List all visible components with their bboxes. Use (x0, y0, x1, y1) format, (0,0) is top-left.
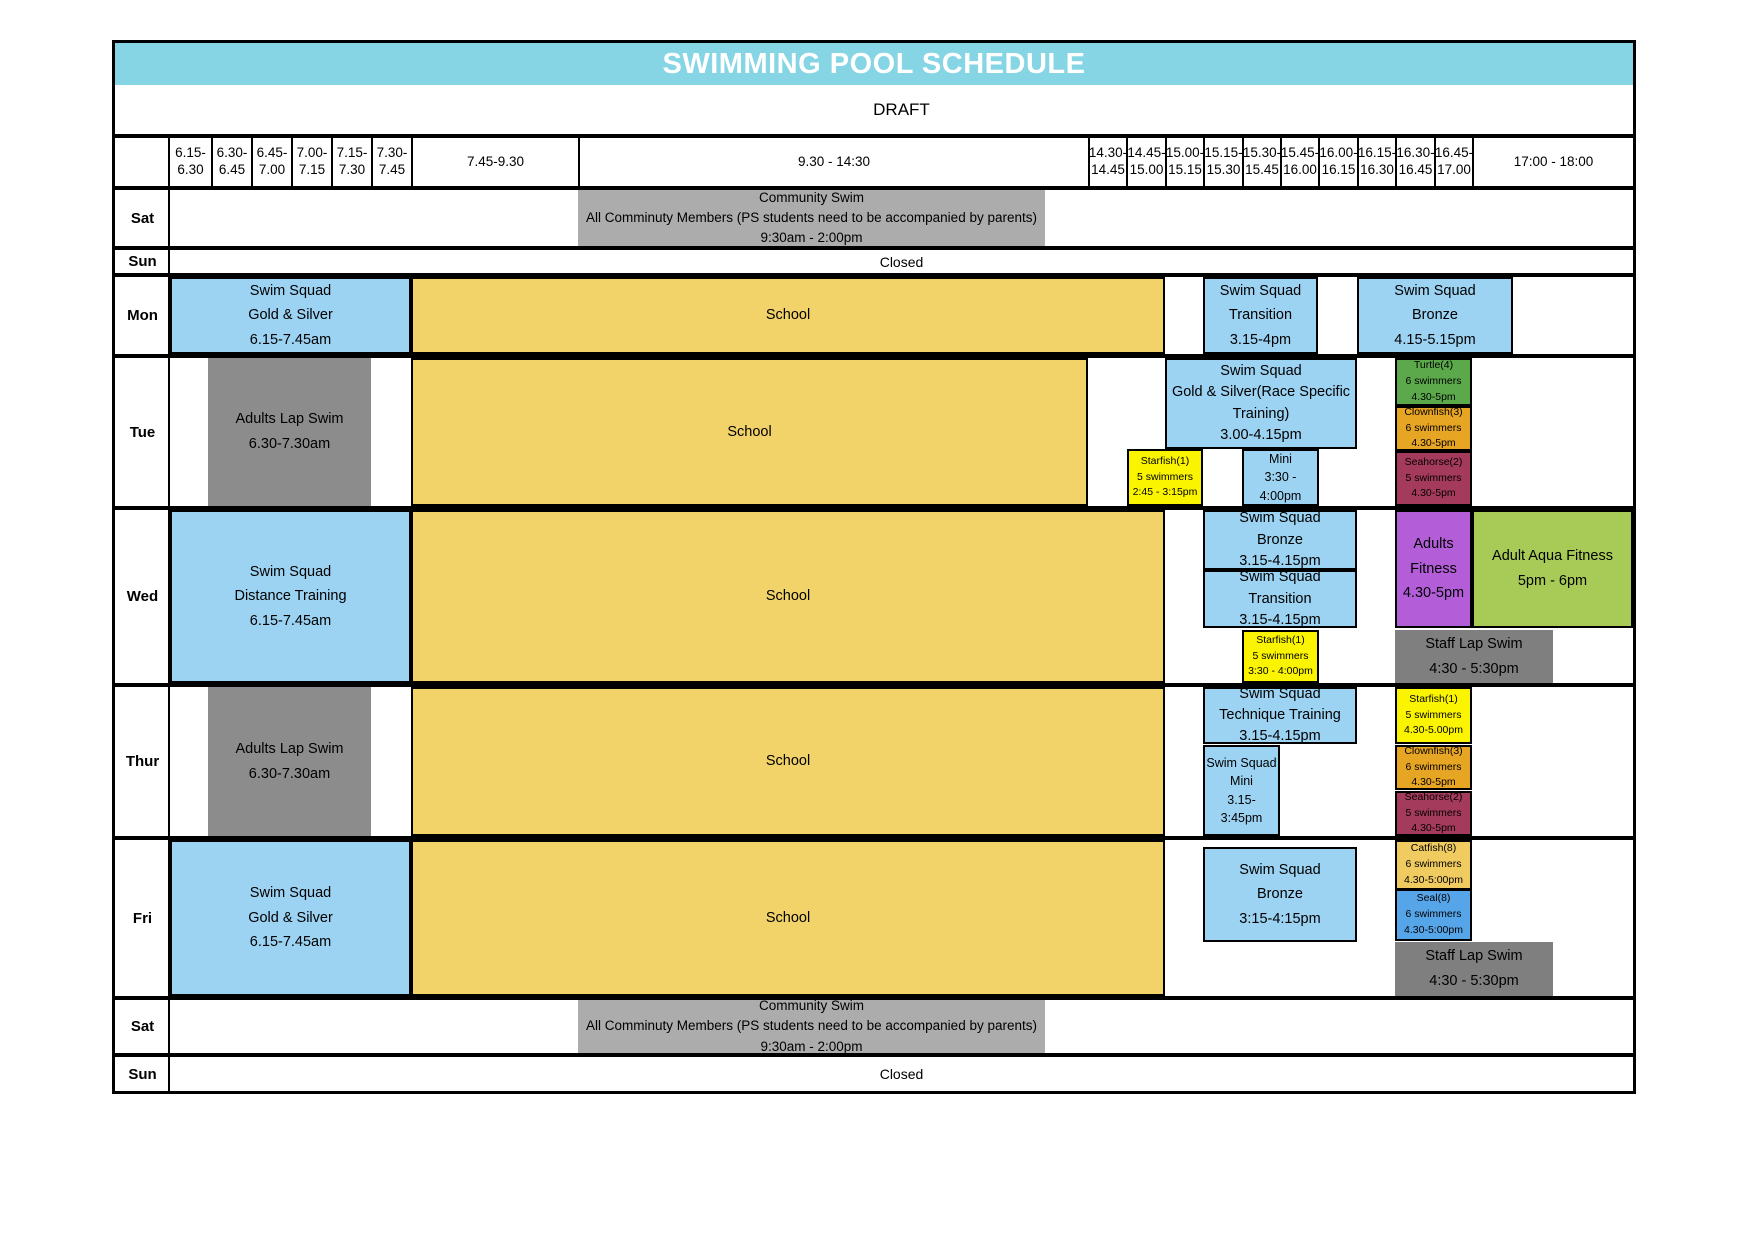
row-divider (115, 836, 1633, 840)
time-slot-1615: 16.15-16.30 (1357, 138, 1396, 186)
day-label-tue: Tue (129, 423, 156, 441)
event-thur-school: School (411, 687, 1165, 836)
time-slot-1445: 14.45-15.00 (1126, 138, 1166, 186)
day-label-thur: Thur (125, 753, 160, 770)
time-slot-1500: 15.00-15.15 (1165, 138, 1204, 186)
day-label-fri: Fri (132, 909, 153, 927)
time-slot-1600: 16.00-16.15 (1318, 138, 1358, 186)
page-title: SWIMMING POOL SCHEDULE (115, 43, 1633, 85)
time-slot-0645: 6.45-7.00 (251, 138, 291, 186)
time-slot-0930-1430: 9.30 - 14:30 (578, 138, 1088, 186)
time-slot-0730: 7.30-7.45 (371, 138, 411, 186)
row-divider (115, 186, 1633, 190)
row-divider (115, 1053, 1633, 1057)
time-slot-0715: 7.15-7.30 (331, 138, 371, 186)
event-mon-school: School (411, 277, 1165, 354)
event-tue-school: School (411, 358, 1088, 506)
time-slot-1430: 14.30-14.45 (1088, 138, 1127, 186)
schedule-sheet: SWIMMING POOL SCHEDULE DRAFT Sat Sun Mon… (112, 40, 1636, 1094)
row-divider (115, 134, 1633, 138)
row-divider (115, 273, 1633, 277)
time-slot-1515: 15.15-15.30 (1203, 138, 1243, 186)
day-label-sat: Sat (130, 209, 155, 227)
day-label-sun2: Sun (128, 1065, 157, 1083)
draft-label: DRAFT (873, 99, 930, 119)
time-slot-1700-1800: 17:00 - 18:00 (1472, 138, 1633, 186)
time-slot-0745-0930: 7.45-9.30 (411, 138, 578, 186)
time-slot-1530: 15.30-15.45 (1242, 138, 1281, 186)
row-divider (115, 354, 1633, 358)
day-label-sun: Sun (128, 253, 157, 270)
time-slot-0630: 6.30-6.45 (211, 138, 251, 186)
time-slot-1630: 16.30-16.45 (1395, 138, 1435, 186)
row-divider (115, 996, 1633, 1000)
day-label-sat2: Sat (130, 1018, 155, 1035)
time-slot-0700: 7.00-7.15 (291, 138, 331, 186)
event-wed-school: School (411, 510, 1165, 683)
time-slot-0615: 6.15-6.30 (175, 145, 206, 177)
day-column (115, 138, 170, 1091)
sun2-closed-label: Closed (879, 1066, 924, 1082)
row-divider (115, 246, 1633, 250)
event-fri-school: School (411, 840, 1165, 996)
time-slot-1545: 15.45-16.00 (1280, 138, 1319, 186)
day-label-wed: Wed (126, 588, 159, 605)
time-slot-1645: 16.45-17.00 (1434, 138, 1473, 186)
row-divider (115, 506, 1633, 510)
row-divider (115, 683, 1633, 687)
sun-closed-label: Closed (879, 253, 924, 270)
day-label-mon: Mon (127, 307, 158, 324)
